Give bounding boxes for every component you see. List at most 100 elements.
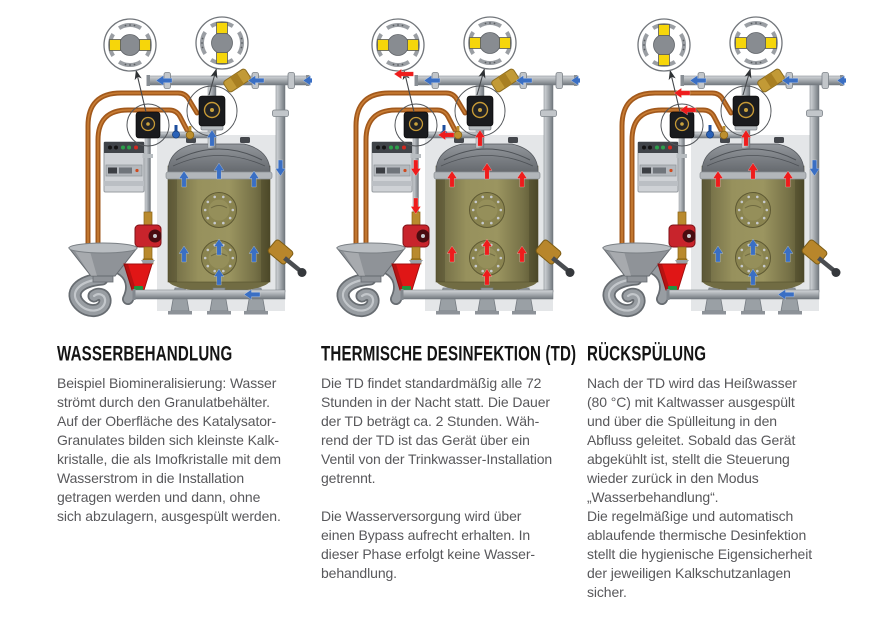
flow-arrow xyxy=(712,245,724,263)
flow-arrow xyxy=(213,238,225,256)
illustration-thermische-desinfektion xyxy=(308,8,588,330)
motorized-valve-center xyxy=(720,85,772,137)
flow-arrow xyxy=(679,104,697,116)
flow-arrow xyxy=(178,170,190,188)
flow-arrow xyxy=(747,238,759,256)
drain-siphon xyxy=(601,242,673,317)
section-body: Beispiel Biomineralisierung: Wasser strö… xyxy=(57,375,281,524)
motorized-valve-left xyxy=(126,103,170,147)
section-title: THERMISCHE DESINFEKTION (TD) xyxy=(321,342,577,366)
annotation-leader xyxy=(476,68,486,96)
panel-thermische-desinfektion: THERMISCHE DESINFEKTION (TD) Die TD find… xyxy=(308,0,588,617)
sensor-fitting xyxy=(172,130,180,139)
copper-drain-lines xyxy=(85,90,200,249)
valve-position-dial-left xyxy=(371,18,425,72)
tank-flange-upper xyxy=(735,192,771,228)
sensor-fitting xyxy=(706,130,714,139)
check-valve xyxy=(223,68,251,93)
bottom-return-pipe xyxy=(666,289,820,300)
flow-arrows xyxy=(393,68,588,286)
motorized-valve-left xyxy=(660,103,704,147)
valve-position-dial-left xyxy=(103,18,157,72)
annotation-leader xyxy=(742,68,752,96)
flow-arrow xyxy=(747,162,759,180)
backwash-y-valve xyxy=(535,239,575,277)
drain-siphon xyxy=(67,242,139,317)
valve-position-dial-right xyxy=(463,16,517,70)
flow-arrow xyxy=(516,170,528,188)
flow-arrow xyxy=(740,129,752,147)
section-body: Nach der TD wird das Heißwasser (80 °C) … xyxy=(587,375,812,600)
illustration-wasserbehandlung xyxy=(40,8,320,330)
flow-arrow xyxy=(446,245,458,263)
flow-arrow xyxy=(243,289,261,300)
section-body: Die TD findet standardmäßig alle 72 Stun… xyxy=(321,375,553,581)
drain-siphon xyxy=(335,242,407,317)
annotation-leader xyxy=(668,69,681,113)
brass-fitting xyxy=(185,130,195,140)
backwash-y-valve xyxy=(801,239,841,277)
section-title: WASSERBEHANDLUNG xyxy=(57,342,233,366)
backwash-y-valve xyxy=(267,239,307,277)
flow-arrow xyxy=(248,170,260,188)
brass-fitting xyxy=(453,130,463,140)
copper-drain-lines xyxy=(353,90,468,249)
tank-flange-upper xyxy=(201,192,237,228)
flow-arrow xyxy=(474,129,486,147)
circulation-pump xyxy=(134,211,162,265)
flow-arrow xyxy=(782,245,794,263)
flow-arrow xyxy=(712,170,724,188)
valve-position-dial-right xyxy=(729,16,783,70)
flow-arrows xyxy=(673,75,854,300)
flow-arrow xyxy=(247,75,265,86)
control-unit xyxy=(103,141,145,193)
control-unit xyxy=(637,141,679,193)
valve-position-dial-right xyxy=(195,16,249,70)
panel-wasserbehandlung: WASSERBEHANDLUNG Beispiel Biomineralisie… xyxy=(40,0,320,617)
flow-arrows xyxy=(155,75,320,300)
illustration-rueckspuelung xyxy=(574,8,854,330)
flow-arrow xyxy=(248,245,260,263)
flow-arrow xyxy=(516,245,528,263)
flow-arrow xyxy=(782,170,794,188)
panel-rueckspuelung: RÜCKSPÜLUNG Nach der TD wird das Heißwas… xyxy=(574,0,854,617)
flow-arrow xyxy=(410,197,422,215)
brass-fitting xyxy=(719,130,729,140)
system-diagram xyxy=(601,16,854,317)
valve-position-dial-left xyxy=(637,18,691,72)
flow-arrow xyxy=(481,238,493,256)
check-valve xyxy=(491,68,519,93)
bottom-return-pipe xyxy=(400,289,554,300)
tank-flange-lower xyxy=(201,240,237,276)
flow-arrow xyxy=(809,159,820,177)
flow-arrow xyxy=(437,129,455,141)
flow-arrow xyxy=(481,268,493,286)
flow-arrow xyxy=(155,75,173,86)
tundish-drain-funnel xyxy=(123,260,155,291)
flow-arrow xyxy=(781,75,799,86)
check-valve xyxy=(757,68,785,93)
motorized-valve-left xyxy=(394,103,438,147)
flow-arrow xyxy=(275,159,286,177)
flow-arrow xyxy=(689,75,707,86)
system-diagram xyxy=(67,16,320,317)
flow-arrow xyxy=(213,268,225,286)
flow-arrow xyxy=(515,75,533,86)
tank-flange-upper xyxy=(469,192,505,228)
control-unit xyxy=(371,141,413,193)
motorized-valve-center xyxy=(186,85,238,137)
flow-arrow xyxy=(747,268,759,286)
flow-arrow xyxy=(393,68,414,80)
section-title: RÜCKSPÜLUNG xyxy=(587,342,707,366)
flow-arrow xyxy=(206,129,218,147)
flow-arrow xyxy=(481,162,493,180)
system-diagram xyxy=(335,16,588,317)
flow-arrow xyxy=(178,245,190,263)
flow-arrow xyxy=(777,289,795,300)
flow-arrow xyxy=(410,159,422,177)
granulate-tank xyxy=(433,137,541,315)
flow-arrow xyxy=(446,170,458,188)
flow-arrow xyxy=(673,87,691,99)
flow-arrow xyxy=(213,162,225,180)
annotation-leader xyxy=(134,69,147,113)
